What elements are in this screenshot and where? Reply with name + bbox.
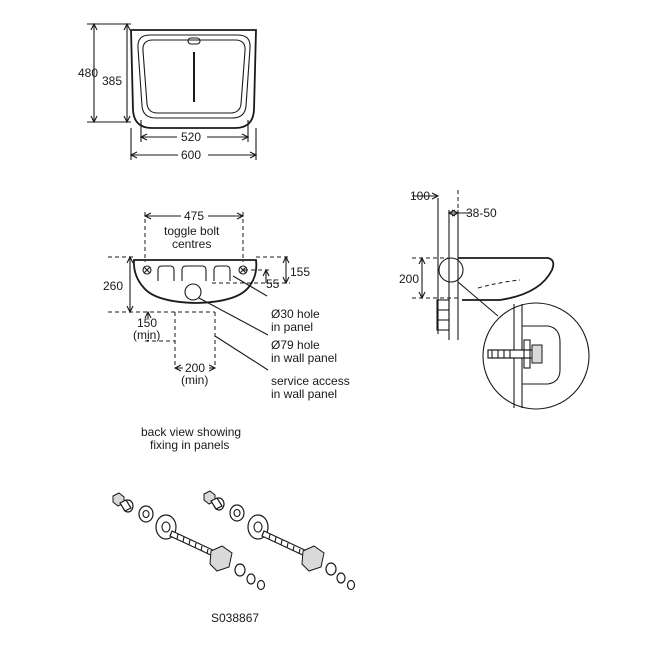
bracket-circle	[438, 257, 464, 283]
basin-bowl-inner	[142, 39, 246, 114]
basin-side-profile	[458, 257, 555, 301]
side-view: 100 38-50 200	[399, 189, 590, 410]
detail-circle	[482, 302, 590, 410]
toggle-bolt-label-2: centres	[172, 237, 211, 251]
dim-520-label: 520	[181, 130, 201, 144]
dim-150-label: 150	[137, 316, 157, 330]
dim-480-label: 480	[78, 66, 98, 80]
threaded-rod-icon	[261, 530, 310, 558]
dim-600-label: 600	[181, 148, 201, 162]
toggle-bolt-label-1: toggle bolt	[164, 224, 220, 238]
washer-icon	[234, 563, 246, 577]
hole79-label-1: Ø79 hole	[271, 338, 320, 352]
bolt-hole-left	[142, 265, 152, 275]
fixing-kit-left	[112, 492, 266, 591]
dim-385-label: 385	[102, 74, 122, 88]
detail-basin-wall	[522, 325, 561, 385]
washer-icon	[325, 562, 337, 576]
detail-washer	[523, 339, 531, 369]
back-rib-right	[213, 265, 231, 281]
sleeve-icon	[210, 497, 223, 510]
cap-icon	[346, 579, 356, 591]
detail-nut	[531, 344, 543, 364]
back-rib-mid	[181, 265, 207, 281]
basin-back-outline	[133, 259, 258, 304]
back-rib-left	[157, 265, 175, 281]
dim-200-min-label: (min)	[181, 373, 208, 387]
back-view: 475 toggle bolt centres 260 155 55	[103, 209, 350, 452]
toggle-icon	[301, 545, 325, 572]
detail-bolt-shaft	[487, 349, 537, 359]
drawing-code: S038867	[211, 611, 259, 625]
back-view-caption-2: fixing in panels	[150, 438, 229, 452]
fixing-block	[436, 299, 450, 331]
tap-hole	[187, 37, 201, 45]
dim-150-min-label: (min)	[133, 328, 160, 342]
side-dim-200-label: 200	[399, 272, 419, 286]
dim-55-label: 55	[266, 277, 280, 291]
back-view-caption-1: back view showing	[141, 425, 241, 439]
washer-icon	[229, 504, 245, 522]
fixing-kit-right	[203, 490, 356, 591]
toggle-icon	[209, 545, 233, 572]
threaded-rod-icon	[169, 530, 218, 558]
side-dim-100-label: 100	[410, 189, 430, 203]
service-access-label-1: service access	[271, 374, 350, 388]
hole30-label-1: Ø30 hole	[271, 307, 320, 321]
top-view: 480 385 520 600	[78, 22, 258, 162]
dim-200-label: 200	[185, 361, 205, 375]
side-dim-38-50-label: 38-50	[466, 206, 497, 220]
dim-475-label: 475	[184, 209, 204, 223]
dim-155-label: 155	[290, 265, 310, 279]
cap-icon	[246, 573, 256, 585]
hole79-label-2: in wall panel	[271, 351, 337, 365]
cap-icon	[336, 572, 346, 584]
dim-260-label: 260	[103, 279, 123, 293]
service-access-label-2: in wall panel	[271, 387, 337, 401]
sleeve-icon	[119, 499, 132, 512]
cap-icon	[256, 579, 266, 591]
waste-hole	[184, 283, 202, 301]
basin-outline	[130, 29, 257, 129]
washer-icon	[138, 505, 154, 523]
basin-bowl	[137, 34, 251, 119]
hole30-label-2: in panel	[271, 320, 313, 334]
